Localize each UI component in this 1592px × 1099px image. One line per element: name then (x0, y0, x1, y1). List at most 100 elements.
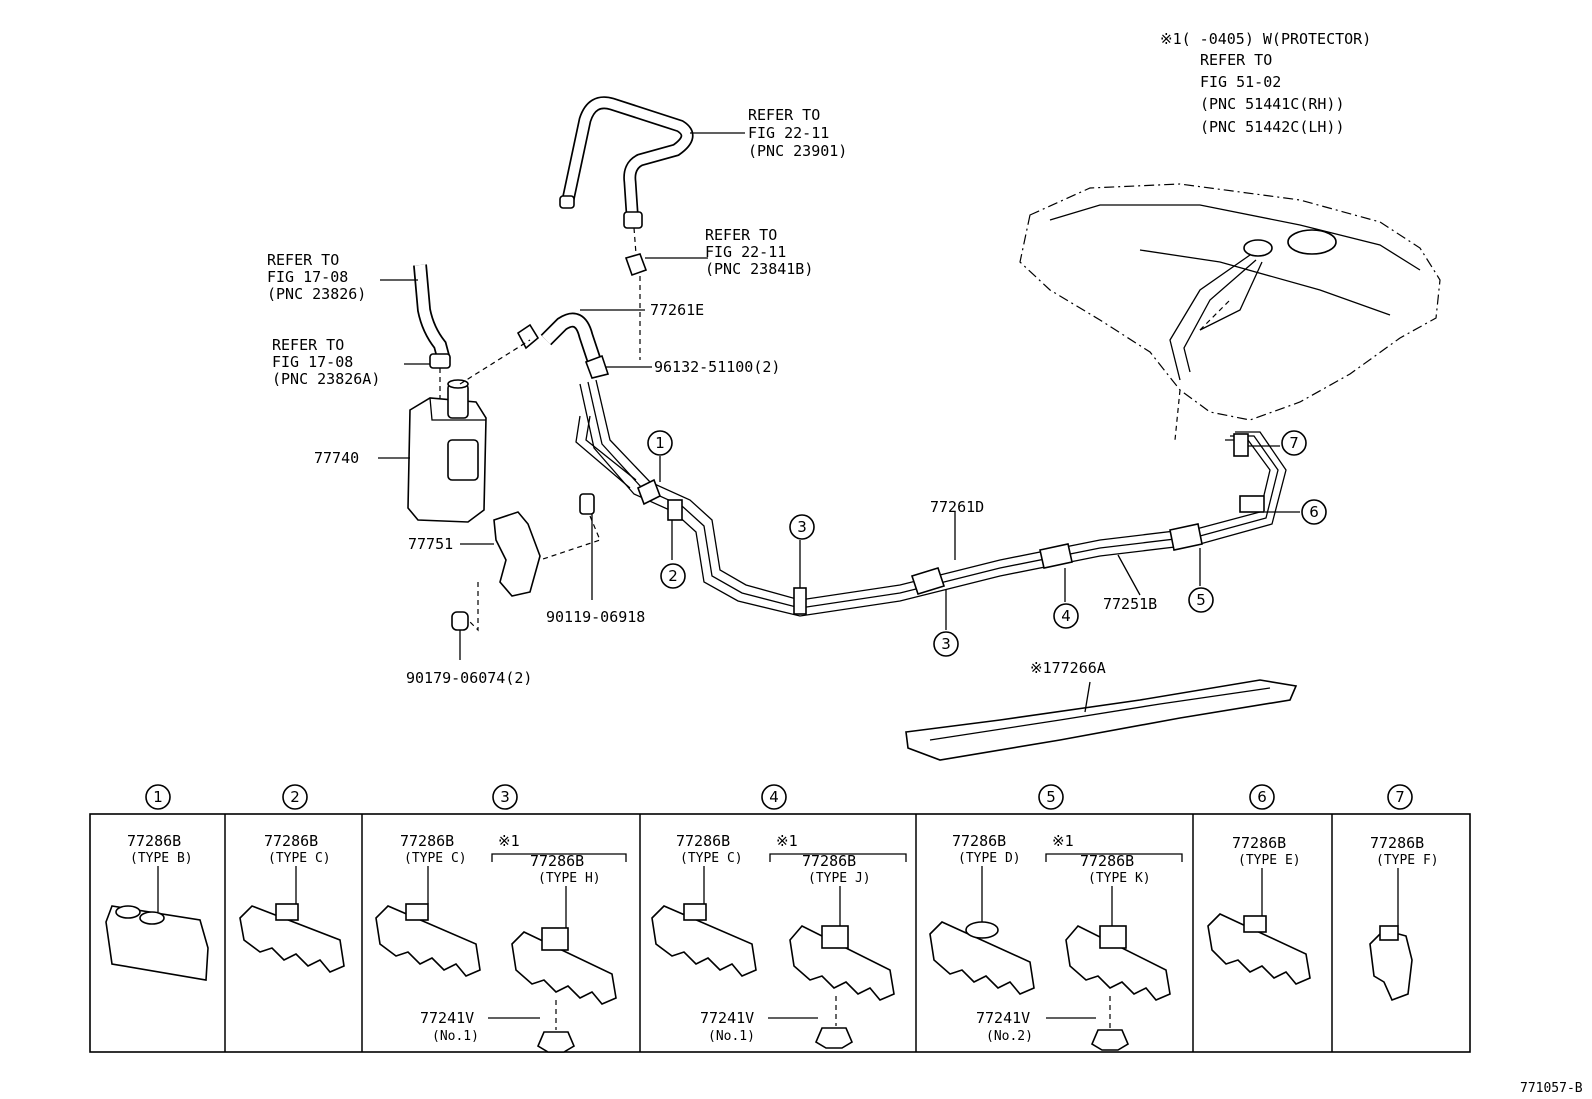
note-line-1: ※1( -0405) W(PROTECTOR) (1160, 30, 1371, 48)
note-line-2: REFER TO (1200, 51, 1272, 69)
table-cell-2: 77286B (TYPE C) (239, 832, 345, 973)
table-header-4-number: 4 (769, 788, 779, 806)
callout-4-number: 4 (1061, 607, 1071, 625)
part-96132-label: 96132-51100(2) (654, 358, 780, 376)
table-header-1-number: 1 (153, 788, 163, 806)
table-header-5-number: 5 (1046, 788, 1056, 806)
table-cell-6: 77286B (TYPE E) (1207, 834, 1311, 985)
table-cell-7: 77286B (TYPE F) (1369, 834, 1439, 1002)
cell-5-alt-type: (TYPE K) (1088, 871, 1151, 886)
table-header-6-number: 6 (1257, 788, 1267, 806)
filler-hose (559, 96, 745, 229)
cell-5-alt-part: 77286B (1080, 852, 1134, 870)
cell-6-type: (TYPE E) (1238, 853, 1301, 868)
ref-17-08-a-line3: (PNC 23826) (267, 285, 366, 303)
hose-77261e (516, 227, 708, 379)
ref-17-08-b-line1: REFER TO (272, 336, 344, 354)
callout-6: 6 (1301, 499, 1327, 525)
callout-6-number: 6 (1309, 503, 1319, 521)
note-line-4: (PNC 51441C(RH)) (1200, 95, 1345, 113)
callout-5-number: 5 (1196, 591, 1206, 609)
ref-17-08-a-line2: FIG 17-08 (267, 268, 348, 286)
callout-1: 1 (647, 430, 673, 456)
fuel-lines (575, 379, 1300, 630)
clamp-type-table: 1 2 3 4 5 6 7 77286B (TYPE B) (89, 784, 1471, 1053)
ref-22-11-a-line2: FIG 22-11 (748, 124, 829, 142)
callout-5: 5 (1188, 587, 1214, 613)
canister-hose (380, 264, 451, 369)
ref-22-11-b-line1: REFER TO (705, 226, 777, 244)
cell-1-type: (TYPE B) (130, 851, 193, 866)
ref-17-08-b-line2: FIG 17-08 (272, 353, 353, 371)
cell-3-type: (TYPE C) (404, 851, 467, 866)
cell-4-alt-part: 77286B (802, 852, 856, 870)
table-header-3-number: 3 (500, 788, 510, 806)
ref-17-08-b-line3: (PNC 23826A) (272, 370, 380, 388)
table-header-5: 5 (1038, 784, 1064, 810)
table-cell-1: 77286B (TYPE B) (105, 832, 209, 981)
part-77266a-label: ※177266A (1030, 659, 1106, 677)
table-header-2: 2 (282, 784, 308, 810)
figure-code: 771057-B (1520, 1081, 1583, 1096)
cell-3-clip-no: (No.1) (432, 1029, 479, 1044)
cell-4-clip-no: (No.1) (708, 1029, 755, 1044)
cell-4-clip: 77241V (700, 1009, 754, 1027)
table-cell-4: 77286B (TYPE C) ※1 77286B (TYPE J) 77241… (651, 832, 907, 1049)
part-77261e-label: 77261E (650, 301, 704, 319)
part-90119-label: 90119-06918 (546, 608, 645, 626)
note-line-5: (PNC 51442C(LH)) (1200, 118, 1345, 136)
table-header-7-number: 7 (1395, 788, 1405, 806)
charcoal-canister (378, 339, 531, 523)
table-cell-3: 77286B (TYPE C) ※1 77286B (TYPE H) 77241… (375, 832, 627, 1053)
cell-4-part: 77286B (676, 832, 730, 850)
cell-5-part: 77286B (952, 832, 1006, 850)
cell-5-type: (TYPE D) (958, 851, 1021, 866)
callout-3-upper: 3 (789, 514, 815, 540)
ref-fig-17-08-a: REFER TO FIG 17-08 (PNC 23826) (267, 251, 366, 303)
callout-4: 4 (1053, 603, 1079, 629)
callout-7-number: 7 (1289, 434, 1299, 452)
cell-3-alt-mark: ※1 (498, 832, 520, 850)
callout-3-lower-number: 3 (941, 635, 951, 653)
cell-7-type: (TYPE F) (1376, 853, 1439, 868)
ref-fig-22-11-b: REFER TO FIG 22-11 (PNC 23841B) (705, 226, 813, 278)
ref-fig-22-11-a: REFER TO FIG 22-11 (PNC 23901) (748, 106, 847, 160)
callout-7: 7 (1281, 430, 1307, 456)
callout-3-lower: 3 (933, 631, 959, 657)
cell-2-type: (TYPE C) (268, 851, 331, 866)
table-header-7: 7 (1387, 784, 1413, 810)
callout-2-number: 2 (668, 567, 678, 585)
cell-3-part: 77286B (400, 832, 454, 850)
cell-1-part: 77286B (127, 832, 181, 850)
fuel-tank (1019, 183, 1441, 441)
ref-22-11-a-line1: REFER TO (748, 106, 820, 124)
protector-note: ※1( -0405) W(PROTECTOR) REFER TO FIG 51-… (1160, 30, 1371, 136)
ref-22-11-b-line2: FIG 22-11 (705, 243, 786, 261)
part-77251b-label: 77251B (1103, 595, 1157, 613)
part-77261d-label: 77261D (930, 498, 984, 516)
cell-4-type: (TYPE C) (680, 851, 743, 866)
canister-bracket (451, 493, 601, 660)
ref-22-11-b-line3: (PNC 23841B) (705, 260, 813, 278)
table-header-2-number: 2 (290, 788, 300, 806)
ref-17-08-a-line1: REFER TO (267, 251, 339, 269)
table-header-1: 1 (145, 784, 171, 810)
callout-3-upper-number: 3 (797, 518, 807, 536)
cell-5-clip-no: (No.2) (986, 1029, 1033, 1044)
fuel-line-protector (905, 679, 1298, 761)
cell-3-alt-type: (TYPE H) (538, 871, 601, 886)
table-header-4: 4 (761, 784, 787, 810)
cell-4-alt-mark: ※1 (776, 832, 798, 850)
cell-7-part: 77286B (1370, 834, 1424, 852)
table-header-3: 3 (492, 784, 518, 810)
cell-2-part: 77286B (264, 832, 318, 850)
part-77740-label: 77740 (314, 449, 359, 467)
cell-5-clip: 77241V (976, 1009, 1030, 1027)
cell-6-part: 77286B (1232, 834, 1286, 852)
ref-22-11-a-line3: (PNC 23901) (748, 142, 847, 160)
cell-3-clip: 77241V (420, 1009, 474, 1027)
part-90179-label: 90179-06074(2) (406, 669, 532, 687)
ref-fig-17-08-b: REFER TO FIG 17-08 (PNC 23826A) (272, 336, 380, 388)
